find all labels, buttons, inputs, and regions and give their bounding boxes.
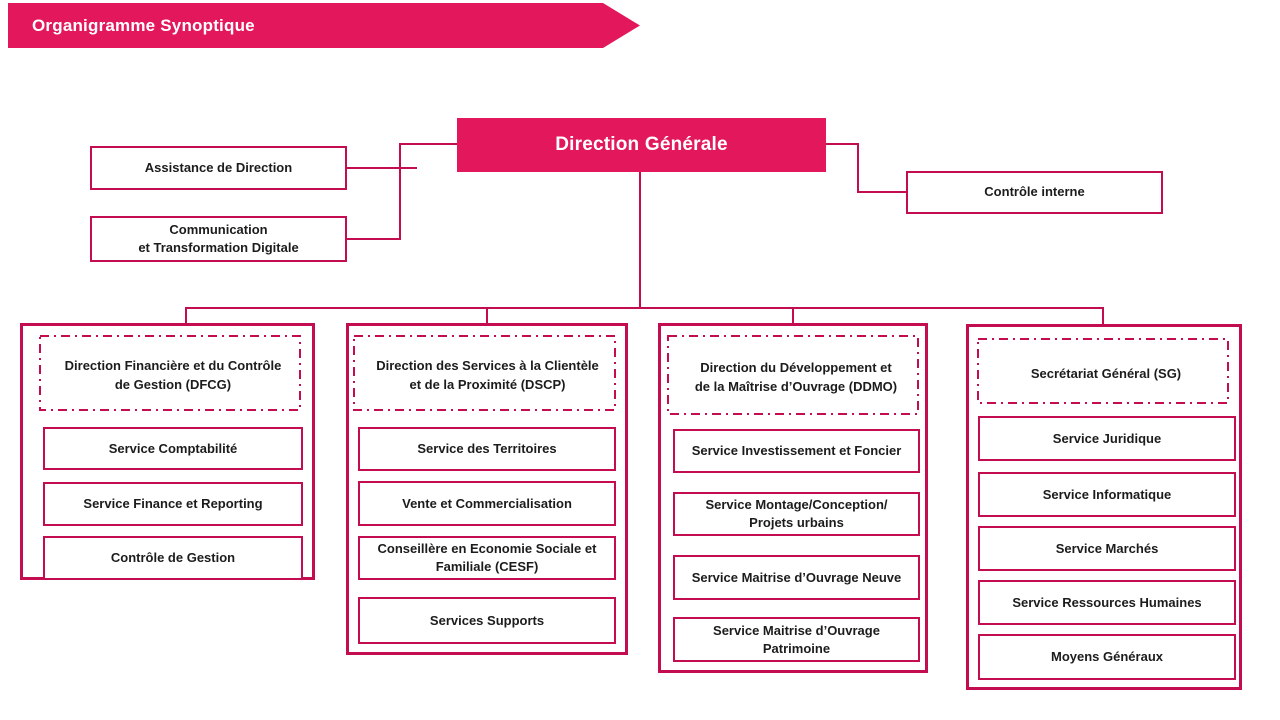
title-banner: Organigramme Synoptique [8,3,640,48]
column-sg: Secrétariat Général (SG) Service Juridiq… [966,324,1242,690]
connector-communication [347,238,400,240]
connector-right-vertical [857,143,859,193]
service-label: Moyens Généraux [1051,649,1163,665]
connector-left-vertical [399,143,401,240]
node-ddmo-title: Direction du Développement et de la Maît… [671,339,921,417]
node-service-mo-patrimoine: Service Maitrise d’Ouvrage Patrimoine [673,617,920,662]
node-sg-title: Secrétariat Général (SG) [981,342,1231,406]
column-dscp: Direction des Services à la Clientèle et… [346,323,628,655]
connector-dg-right [826,143,858,145]
node-controle-de-gestion: Contrôle de Gestion [43,536,303,580]
column-dfcg: Direction Financière et du Contrôle de G… [20,323,315,580]
node-service-ressources-humaines: Service Ressources Humaines [978,580,1236,625]
node-vente-et-commercialisation: Vente et Commercialisation [358,481,616,526]
node-assistance-label: Assistance de Direction [144,159,293,175]
column-ddmo: Direction du Développement et de la Maît… [658,323,928,673]
connector-dg-left [400,143,457,145]
connector-dg-down [639,172,641,309]
node-conseillere-cesf: Conseillère en Economie Sociale et Famil… [358,536,616,580]
node-dscp-title-label: Direction des Services à la Clientèle et… [376,358,599,392]
node-communication-label: Communication et Transformation Digitale [138,221,299,255]
node-direction-generale: Direction Générale [457,118,826,172]
service-label: Service Comptabilité [108,440,238,456]
node-sg-title-label: Secrétariat Général (SG) [1030,365,1182,381]
sg-dashed-frame [977,338,1229,404]
node-communication-transformation-digitale: Communication et Transformation Digitale [90,216,347,262]
node-controle-interne-label: Contrôle interne [984,184,1085,200]
service-label: Service Finance et Reporting [83,496,263,512]
dscp-dashed-frame [353,335,616,411]
slide-title: Organigramme Synoptique [32,15,255,35]
node-service-finance-reporting: Service Finance et Reporting [43,482,303,526]
service-label: Service Maitrise d’Ouvrage Neuve [691,569,902,585]
node-service-des-territoires: Service des Territoires [358,427,616,471]
ddmo-dashed-frame [667,335,919,415]
node-service-mo-neuve: Service Maitrise d’Ouvrage Neuve [673,555,920,600]
service-label: Service Montage/Conception/ Projets urba… [705,497,888,530]
connector-drop-dfcg [185,307,187,324]
dfcg-dashed-frame [39,335,301,411]
service-label: Service des Territoires [417,441,557,457]
service-label: Contrôle de Gestion [110,550,236,566]
connector-drop-sg [1102,307,1104,325]
connector-assistance [347,167,417,169]
node-services-supports: Services Supports [358,597,616,644]
service-label: Service Investissement et Foncier [691,443,902,459]
service-label: Service Juridique [1052,430,1162,446]
node-dfcg-title-label: Direction Financière et du Contrôle de G… [64,358,282,392]
node-controle-interne: Contrôle interne [906,171,1163,214]
node-service-investissement-foncier: Service Investissement et Foncier [673,429,920,473]
service-label: Service Maitrise d’Ouvrage Patrimoine [713,622,880,656]
node-service-comptabilite: Service Comptabilité [43,427,303,470]
service-label: Service Ressources Humaines [1012,594,1202,610]
node-moyens-generaux: Moyens Généraux [978,634,1236,680]
service-label: Vente et Commercialisation [402,495,572,511]
node-assistance-de-direction: Assistance de Direction [90,146,347,190]
connector-drop-dscp [486,307,488,324]
node-dscp-title: Direction des Services à la Clientèle et… [357,339,618,413]
service-label: Services Supports [429,612,545,628]
node-direction-generale-label: Direction Générale [555,134,728,155]
connector-controle-interne [857,191,906,193]
service-label: Service Informatique [1042,486,1172,502]
node-service-marches: Service Marchés [978,526,1236,571]
connector-tree-horizontal [185,307,1104,309]
service-label: Service Marchés [1055,540,1159,556]
node-service-montage-conception: Service Montage/Conception/ Projets urba… [673,492,920,536]
service-label: Conseillère en Economie Sociale et Famil… [377,541,597,574]
node-service-juridique: Service Juridique [978,416,1236,461]
connector-drop-ddmo [792,307,794,324]
node-ddmo-title-label: Direction du Développement et de la Maît… [694,360,898,394]
node-dfcg-title: Direction Financière et du Contrôle de G… [43,339,303,413]
node-service-informatique: Service Informatique [978,472,1236,517]
